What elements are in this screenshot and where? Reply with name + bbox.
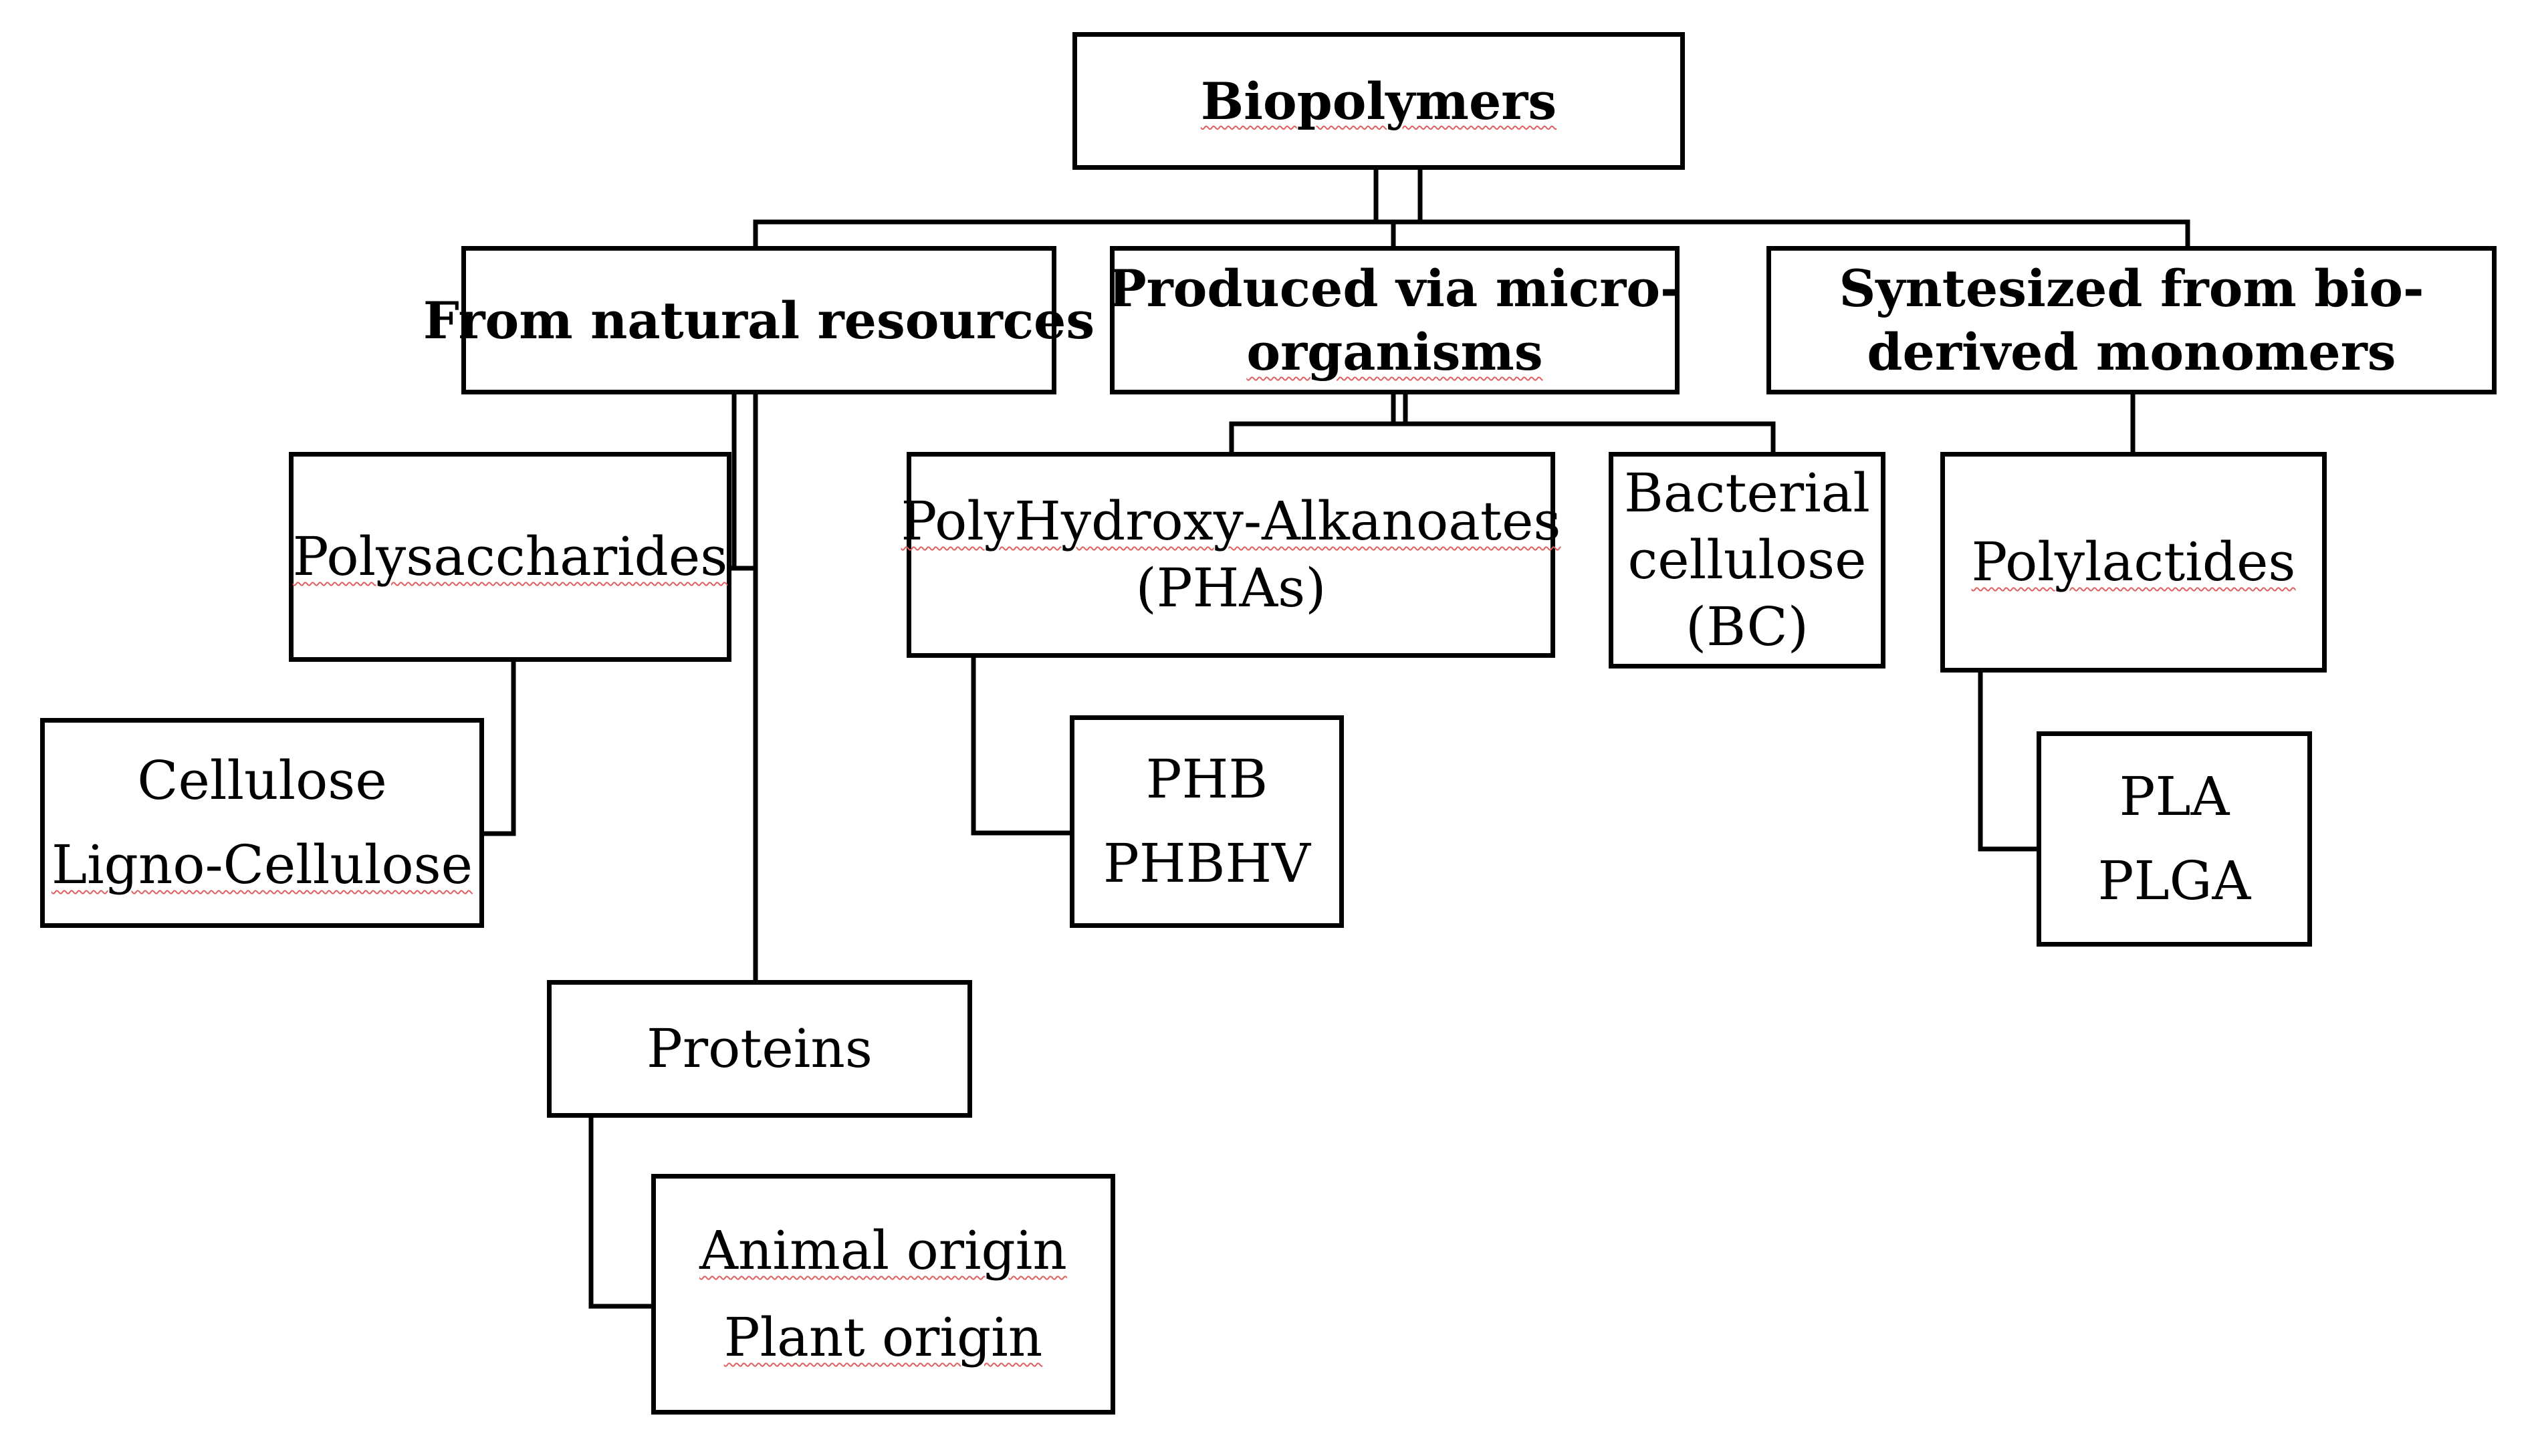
- branch-micro-line1: Produced via micro-: [1108, 259, 1682, 318]
- node-proteins: Proteins: [547, 980, 972, 1118]
- root-label: Biopolymers: [1200, 71, 1557, 131]
- branch-micro-line2: organisms: [1246, 322, 1543, 382]
- branch-micro-organisms: Produced via micro- organisms: [1108, 246, 1682, 394]
- bc-line2: cellulose: [1627, 529, 1867, 591]
- branch-synth-line1: Syntesized from bio-: [1839, 259, 2424, 318]
- node-polylactides: Polylactides: [1940, 452, 2327, 673]
- node-bacterial-cellulose: Bacterial cellulose (BC): [1609, 452, 1885, 669]
- node-pha-types: PHB PHBHV: [1070, 715, 1344, 928]
- origin-line1: Animal origin: [699, 1219, 1067, 1282]
- branch-natural-label: From natural resources: [423, 290, 1095, 350]
- proteins-label: Proteins: [647, 1017, 873, 1080]
- node-phas: PolyHydroxy-Alkanoates (PHAs): [901, 452, 1561, 658]
- node-cellulose-group: Cellulose Ligno-Cellulose: [40, 718, 484, 928]
- node-polysaccharides: Polysaccharides: [289, 452, 731, 662]
- bc-line3: (BC): [1686, 596, 1809, 658]
- node-protein-origin: Animal origin Plant origin: [651, 1174, 1115, 1415]
- polysaccharides-label: Polysaccharides: [292, 525, 728, 588]
- cellulose-line2: Ligno-Cellulose: [51, 834, 473, 896]
- cellulose-line1: Cellulose: [137, 749, 387, 812]
- origin-line2: Plant origin: [723, 1306, 1043, 1368]
- pha-types-line2: PHBHV: [1103, 832, 1310, 894]
- pla-types-line1: PLA: [2119, 765, 2230, 828]
- node-pla-types: PLA PLGA: [2037, 731, 2312, 947]
- branch-synthesized: Syntesized from bio- derived monomers: [1766, 246, 2497, 394]
- bc-line1: Bacterial: [1624, 462, 1870, 524]
- polylactides-label: Polylactides: [1971, 531, 2296, 593]
- phas-line2: (PHAs): [1135, 557, 1327, 619]
- pha-types-line1: PHB: [1145, 748, 1268, 810]
- root-node: Biopolymers: [1072, 32, 1685, 170]
- pla-types-line2: PLGA: [2097, 850, 2251, 912]
- phas-line1: PolyHydroxy-Alkanoates: [901, 490, 1561, 552]
- branch-synth-line2: derived monomers: [1867, 322, 2396, 382]
- branch-natural-resources: From natural resources: [423, 246, 1095, 394]
